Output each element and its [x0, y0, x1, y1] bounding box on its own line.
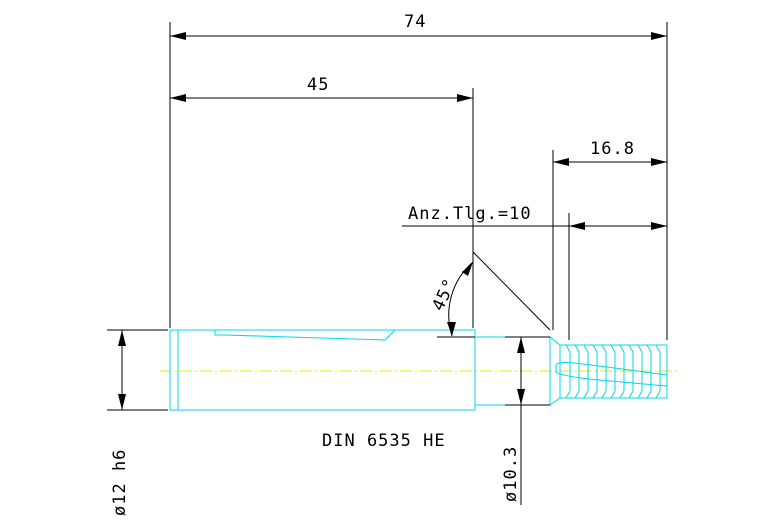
dim-shank-length: 45: [307, 75, 329, 95]
shank-body: [169, 329, 476, 411]
angle-leg: [472, 251, 551, 331]
dim-total-length: 74: [404, 12, 426, 32]
dim-thread-length: 16.8: [590, 139, 635, 159]
dim-shank-diameter: ø12 h6: [110, 449, 130, 516]
dim-neck-diameter: ø10.3: [501, 446, 521, 502]
shank-flat: [170, 329, 397, 341]
cutting-teeth: [555, 344, 668, 399]
dim-angle: 45°: [428, 275, 460, 314]
neck-transition: [549, 336, 561, 406]
dim-teeth-label: Anz.Tlg.=10: [408, 204, 532, 224]
standard-label: DIN 6535 HE: [322, 431, 446, 451]
tool-outline: [169, 329, 668, 411]
flute: [555, 362, 668, 387]
